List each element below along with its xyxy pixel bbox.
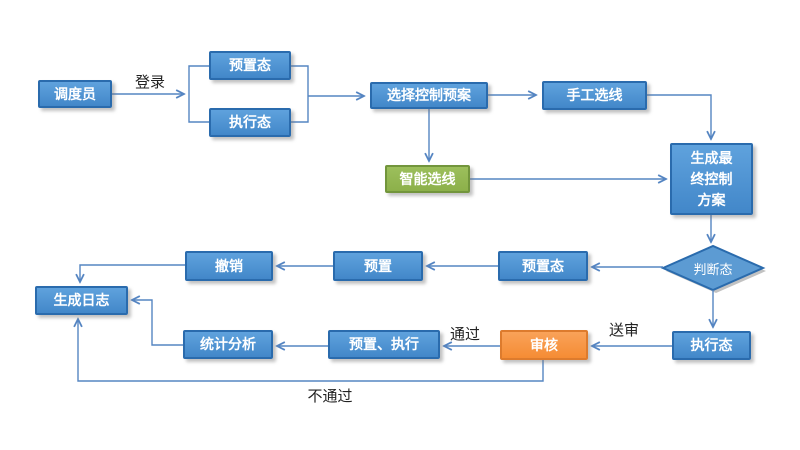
node-smart-line: 智能选线	[385, 165, 470, 193]
node-generate-log: 生成日志	[35, 286, 128, 315]
node-preset-state-bottom: 预置态	[498, 251, 588, 281]
node-select-plan: 选择控制预案	[370, 82, 488, 109]
edge-label-submit-review: 送审	[608, 323, 639, 339]
node-preset-state-top: 预置态	[209, 51, 291, 80]
node-exec-state-top: 执行态	[209, 108, 291, 137]
node-final-plan: 生成最终控制方案	[670, 143, 753, 215]
edge-label-pass: 通过	[449, 327, 480, 343]
node-dispatcher: 调度员	[38, 80, 112, 108]
node-preset-exec: 预置、执行	[328, 330, 440, 359]
edge-label-login: 登录	[134, 75, 165, 91]
node-preset: 预置	[333, 251, 423, 281]
node-exec-state-bottom: 执行态	[672, 331, 751, 360]
node-judge-state: 判断态	[693, 261, 733, 277]
node-undo: 撤销	[185, 251, 273, 281]
edge-label-not-pass: 不通过	[307, 389, 353, 405]
node-manual-line: 手工选线	[542, 81, 647, 110]
node-review: 审核	[500, 330, 588, 360]
node-stats-analysis: 统计分析	[183, 330, 273, 359]
